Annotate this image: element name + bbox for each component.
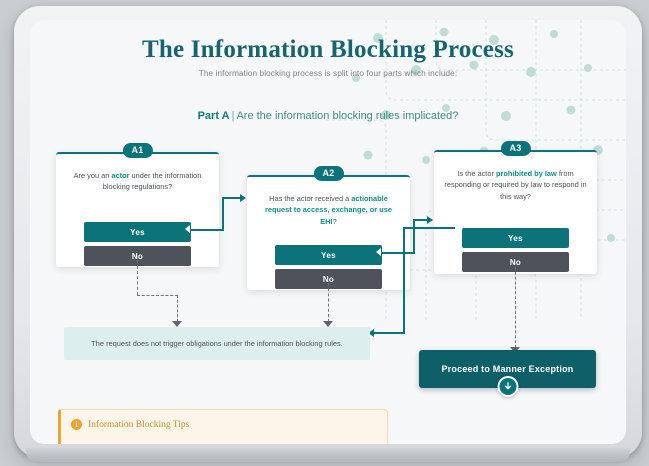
- tips-header: i Information Blocking Tips: [71, 419, 189, 430]
- outcome-text: The request does not trigger obligations…: [91, 339, 343, 348]
- connector-a1-no-arrowhead: [172, 321, 182, 327]
- part-separator: |: [231, 110, 235, 122]
- connector-a3-yes-h1: [403, 227, 455, 229]
- answer-yes-a1[interactable]: Yes: [84, 222, 191, 242]
- answer-yes-a3[interactable]: Yes: [462, 228, 569, 248]
- decision-card-a2: A2 Has the actor received a actionable r…: [247, 166, 410, 290]
- connector-a3-yes-arrowhead: [368, 328, 374, 337]
- part-label: Part A: [197, 110, 230, 122]
- connector-a1-yes-notch: [185, 225, 190, 233]
- arrow-down-circle-icon[interactable]: [497, 376, 518, 397]
- tips-title: Information Blocking Tips: [88, 419, 190, 430]
- connector-a1-no-v2: [177, 295, 178, 322]
- part-question: Are the information blocking rules impli…: [236, 110, 459, 122]
- step-badge-a3: A3: [500, 141, 531, 156]
- part-heading: Part A|Are the information blocking rule…: [30, 110, 626, 122]
- connector-a1-yes-v: [222, 197, 224, 231]
- connector-a2-yes-arrowhead: [427, 215, 433, 224]
- connector-a3-yes-v: [403, 227, 405, 334]
- device-base: [26, 448, 630, 462]
- connector-a1-yes-h1: [191, 229, 224, 231]
- question-text-a3: Is the actor prohibited by law from resp…: [444, 169, 587, 201]
- connector-a1-yes-h2: [222, 197, 241, 199]
- connector-a3-no-v1: [515, 262, 516, 348]
- question-text-a1: Are you an actor under the information b…: [73, 171, 202, 192]
- connector-a1-no-v1: [137, 255, 138, 295]
- step-badge-a2: A2: [313, 166, 344, 181]
- step-badge-a1: A1: [122, 143, 153, 158]
- outcome-bar: The request does not trigger obligations…: [64, 327, 370, 360]
- connector-a2-yes-h2: [413, 219, 428, 221]
- connector-a1-no-h: [137, 295, 178, 296]
- information-blocking-tips-panel[interactable]: i Information Blocking Tips: [58, 409, 388, 444]
- connector-a2-no-v1: [328, 278, 329, 322]
- connector-a1-yes-arrowhead: [240, 193, 246, 202]
- info-icon: i: [71, 419, 82, 430]
- answer-yes-a2[interactable]: Yes: [275, 245, 382, 265]
- connector-a2-yes-v: [413, 219, 415, 254]
- connector-a2-yes-notch: [376, 248, 381, 256]
- connector-a3-yes-h2: [374, 332, 405, 334]
- proceed-to-manner-exception-button[interactable]: Proceed to Manner Exception: [419, 350, 596, 397]
- decision-card-a3: A3 Is the actor prohibited by law from r…: [434, 141, 597, 274]
- arrow-down-glyph: [504, 382, 511, 390]
- connector-a3-yes-notch: [456, 223, 461, 231]
- question-text-a2: Has the actor received a actionable requ…: [265, 194, 392, 226]
- page-title: The Information Blocking Process: [142, 36, 514, 63]
- connector-a2-no-arrowhead: [323, 321, 333, 327]
- screen-content: The Information Blocking Process The inf…: [30, 20, 626, 444]
- page-subtitle: The information blocking process is spli…: [198, 69, 458, 78]
- proceed-label: Proceed to Manner Exception: [441, 364, 574, 374]
- decision-card-a1: A1 Are you an actor under the informatio…: [56, 143, 219, 267]
- connector-a2-yes-h1: [382, 252, 415, 254]
